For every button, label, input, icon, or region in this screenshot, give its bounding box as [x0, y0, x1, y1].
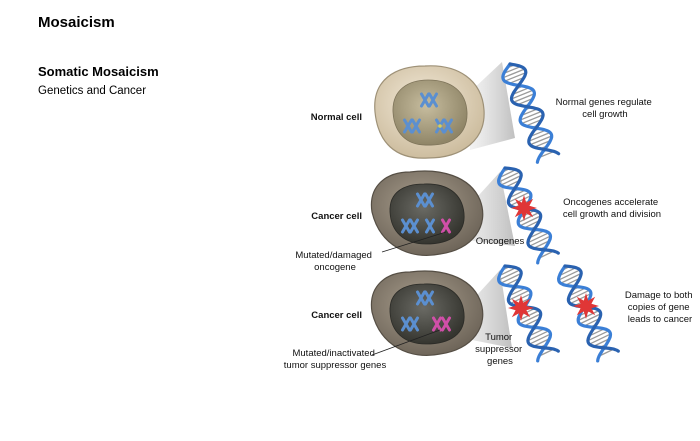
section-title: Somatic Mosaicism — [38, 64, 159, 79]
base-pair — [587, 330, 610, 342]
base-pair — [519, 110, 542, 121]
base-pair — [528, 230, 545, 239]
base-pair — [589, 333, 611, 345]
base-pair — [523, 318, 540, 327]
row3-mutation-label: Mutated/inactivated tumor suppressor gen… — [284, 348, 387, 371]
row2-cell-label: Cancer cell — [311, 211, 362, 222]
row1-description: Normal genes regulate cell growth — [556, 97, 655, 120]
base-pair — [579, 313, 601, 325]
row2-mutation-label: Mutated/damaged oncogene — [295, 250, 374, 273]
damage-star-icon — [573, 293, 599, 319]
base-pair — [528, 131, 551, 142]
base-pair — [517, 97, 534, 106]
base-pair — [498, 269, 521, 281]
row2-gene-label: Oncogenes — [476, 236, 525, 247]
dna-strand — [503, 166, 560, 255]
base-pair — [529, 235, 551, 247]
base-pair — [569, 293, 592, 305]
base-pair — [529, 333, 551, 345]
base-pair — [538, 150, 555, 159]
base-pair — [499, 169, 517, 179]
base-pair — [533, 140, 551, 148]
damage-star-icon — [511, 195, 537, 221]
base-pair — [558, 269, 581, 281]
base-pair — [568, 289, 590, 301]
row3-gene-label: Tumor suppressor genes — [475, 332, 525, 367]
page-title: Mosaicism — [38, 14, 115, 31]
base-pair — [509, 195, 532, 207]
base-pair — [499, 267, 517, 277]
base-pair — [502, 68, 525, 79]
dna-strand — [501, 62, 554, 164]
base-pair — [530, 129, 547, 138]
base-pair — [523, 220, 540, 229]
dna-helix-suppressor-2 — [556, 264, 620, 363]
base-pair — [593, 338, 610, 347]
base-pair — [538, 250, 554, 259]
base-pair — [538, 348, 554, 357]
base-pair — [504, 72, 526, 82]
base-pair — [569, 287, 586, 297]
base-pair — [519, 215, 541, 227]
tumor-suppressor-row: Cancer cell Mutated/inactivated tumor su… — [284, 270, 695, 371]
base-pair — [527, 330, 550, 342]
base-pair — [509, 287, 526, 297]
dna-strand — [556, 264, 613, 363]
nucleus — [392, 79, 468, 146]
base-pair — [525, 118, 542, 127]
dna-helix-oncogene — [496, 166, 560, 265]
base-pair — [533, 240, 550, 249]
base-pair — [503, 65, 522, 74]
base-pair — [521, 108, 538, 117]
leader-line — [371, 329, 441, 356]
base-pair — [509, 189, 526, 199]
base-pair — [560, 272, 582, 284]
row1-cell-label: Normal cell — [311, 112, 362, 123]
base-pair — [508, 191, 530, 203]
dna-strand — [496, 166, 553, 265]
base-pair — [529, 135, 552, 146]
row3-description: Damage to both copies of gene leads to c… — [625, 290, 695, 325]
base-pair — [517, 211, 540, 224]
base-pair — [533, 338, 550, 347]
normal-cell-row: Normal cell Normal genes regulate cell g… — [311, 62, 655, 159]
base-pair — [519, 313, 541, 325]
base-pair — [518, 209, 536, 219]
dna-strand — [563, 264, 620, 353]
base-pair — [528, 328, 545, 337]
dna-helix-normal — [501, 62, 561, 164]
base-pair — [521, 114, 544, 125]
centromere — [438, 124, 442, 128]
base-pair — [598, 348, 614, 357]
base-pair — [512, 93, 535, 103]
base-pair — [500, 174, 522, 186]
base-pair — [508, 289, 530, 301]
base-pair — [527, 232, 550, 244]
base-pair — [559, 267, 577, 277]
base-pair — [577, 309, 600, 322]
base-pair — [500, 272, 522, 284]
base-pair — [588, 328, 605, 337]
row3-cell-label: Cancer cell — [311, 310, 362, 321]
dna-helix-layer — [496, 62, 620, 363]
row2-description: Oncogenes accelerate cell growth and div… — [563, 197, 661, 220]
oncogene-row: Cancer cell Mutated/damaged oncogene Onc… — [295, 170, 661, 273]
nucleus — [389, 183, 465, 245]
section-subtitle: Genetics and Cancer — [38, 85, 147, 97]
base-pair — [583, 318, 600, 327]
dna-strand — [508, 62, 561, 156]
damage-star-icon — [508, 295, 534, 321]
base-pair — [498, 171, 521, 183]
base-pair — [512, 87, 530, 95]
leader-line — [381, 231, 447, 253]
base-pair — [511, 89, 534, 100]
